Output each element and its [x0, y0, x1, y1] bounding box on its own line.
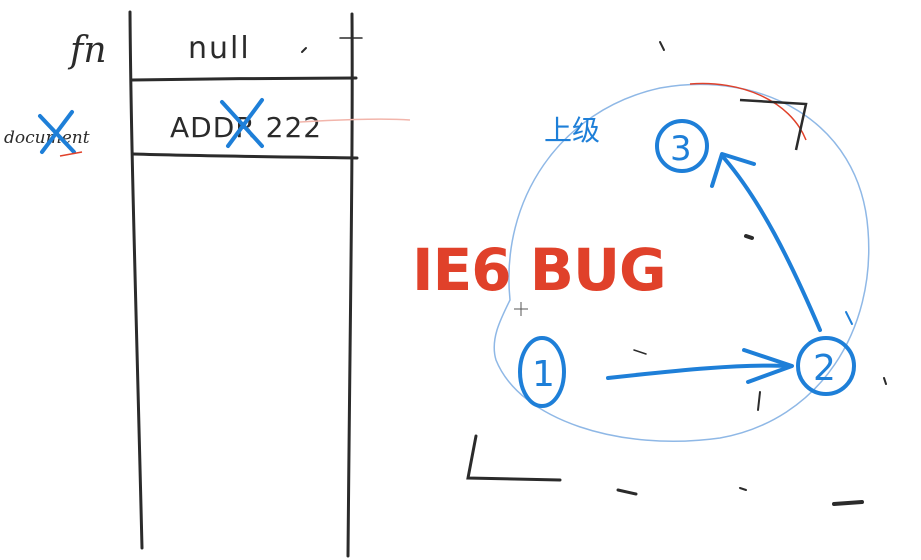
l-shape-mark	[466, 434, 562, 482]
table-row-divider-2	[131, 152, 359, 160]
crosshair-cursor-icon	[514, 302, 528, 316]
arrow-1-to-2-head	[742, 348, 794, 384]
arrow-1-to-2	[606, 363, 792, 380]
dash-mark-10	[845, 311, 853, 325]
node-3-circle	[655, 119, 709, 173]
red-arc-mark	[689, 82, 807, 141]
table-row-divider-1	[130, 76, 358, 82]
table-left-border	[128, 10, 144, 550]
dash-mark-3	[757, 391, 761, 411]
dash-mark-7	[739, 487, 747, 491]
strike-x-addr-b	[226, 98, 264, 148]
dash-mark-9	[633, 349, 647, 355]
stray-marks	[301, 41, 887, 506]
node-2-label: 2	[813, 348, 836, 389]
node-3-label: 3	[670, 129, 692, 169]
dash-mark-6	[659, 41, 665, 51]
top-label: 上级	[544, 114, 600, 147]
dash-mark-1	[616, 488, 638, 496]
row2-key: document	[4, 128, 90, 148]
row1-key: fn	[67, 30, 107, 71]
arrow-2-to-3	[722, 156, 822, 332]
dash-mark-5	[883, 377, 887, 385]
red-underline-mark	[59, 151, 83, 157]
memory-table	[128, 10, 363, 558]
node-1: 1	[518, 336, 566, 408]
node-1-label: 1	[532, 354, 555, 395]
node-3: 3	[655, 119, 709, 173]
node-1-circle	[518, 336, 566, 408]
row1-value: null	[188, 31, 251, 66]
table-right-border	[346, 12, 354, 558]
node-2-circle	[796, 336, 856, 396]
bug-label: IE6 BUG	[412, 236, 666, 304]
dash-mark-8	[301, 47, 307, 53]
node-2: 2	[796, 336, 856, 396]
strike-x-marks	[38, 98, 264, 154]
enclosing-circle	[493, 83, 870, 442]
dash-mark-2	[832, 500, 864, 506]
strike-x-document-b	[40, 110, 74, 154]
dark-stroke-top-right	[739, 98, 808, 151]
arrow-2-to-3-head	[710, 152, 756, 188]
faint-red-line	[299, 118, 411, 123]
dash-mark-4	[744, 234, 754, 240]
